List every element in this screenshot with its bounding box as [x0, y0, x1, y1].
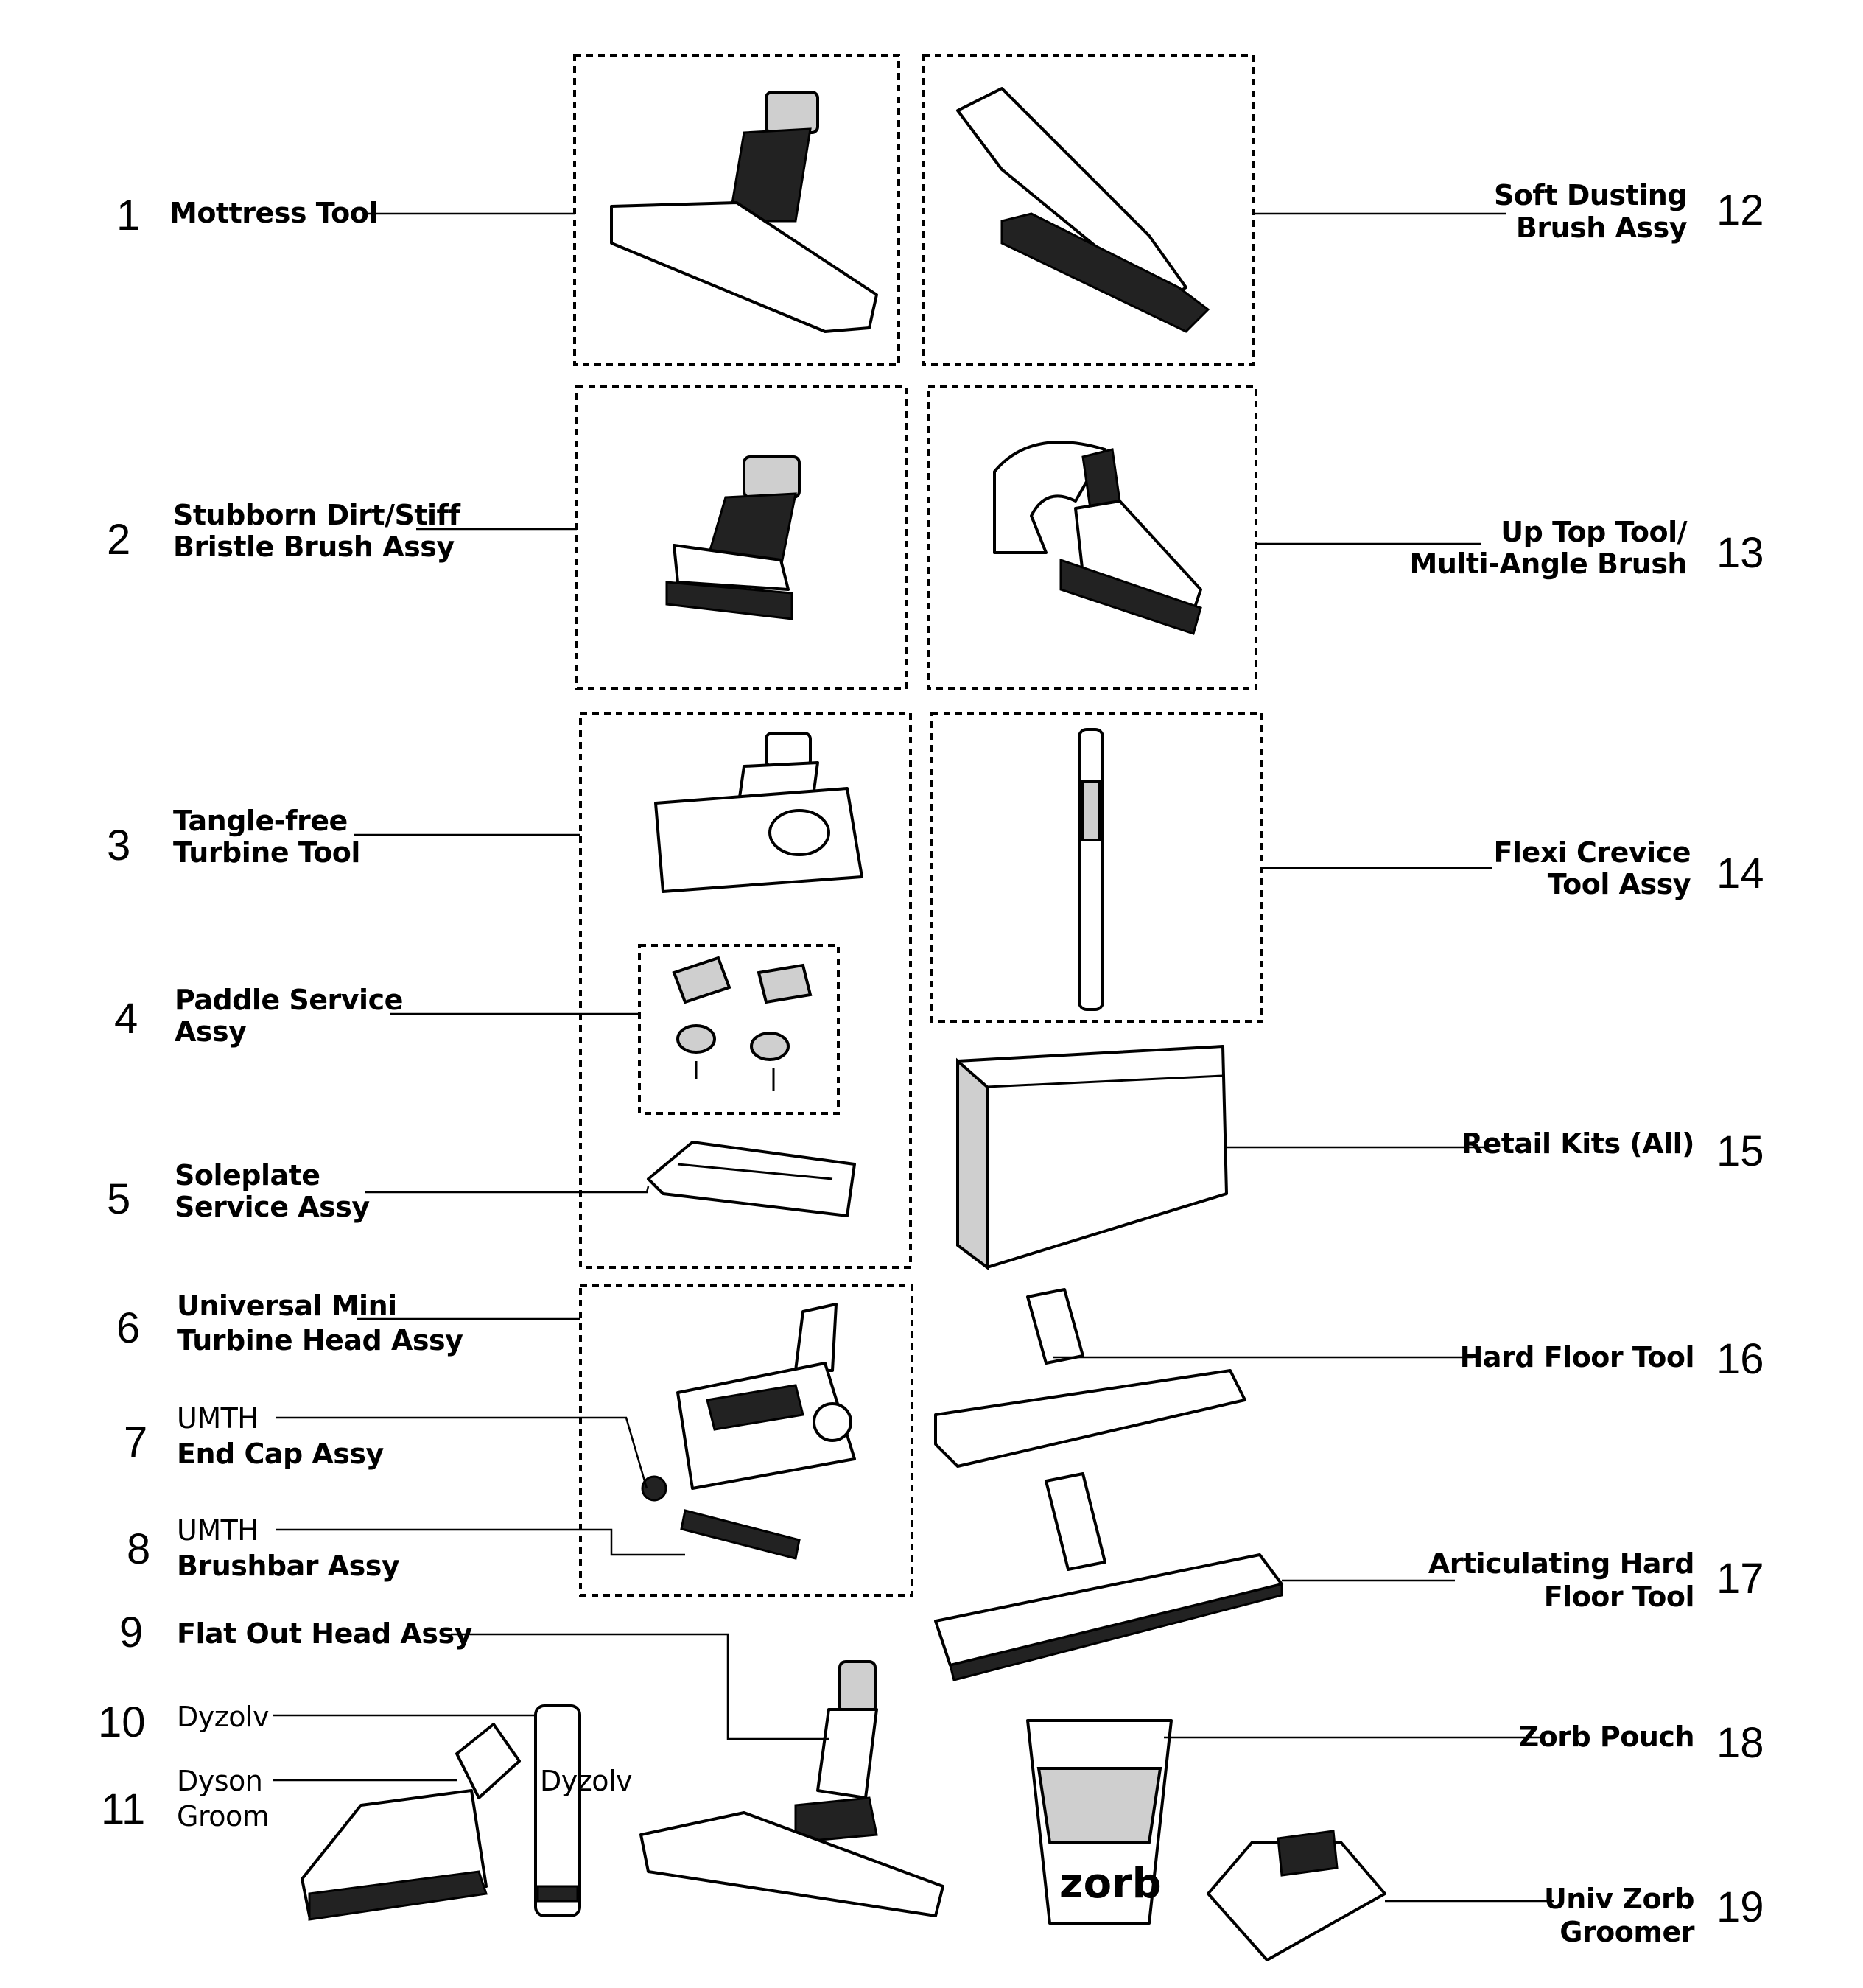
flexi-crevice-drawing [1078, 728, 1104, 1011]
part-number-4: 4 [114, 995, 138, 1043]
part-label-15: Retail Kits (All) [1462, 1127, 1694, 1160]
part-label-2-line2: Bristle Brush Assy [173, 531, 455, 563]
frame-mattress-tool [573, 54, 900, 366]
part-label-2-line1: Stubborn Dirt/Stiff [173, 499, 461, 531]
frame-turbine-tool-group [579, 712, 912, 1269]
part-number-11: 11 [101, 1785, 145, 1833]
part-label-19-line2: Groomer [1559, 1916, 1695, 1948]
part-label-1: Mottress Tool [169, 197, 378, 229]
soleplate-drawing [647, 1141, 856, 1217]
part-label-13-line2: Multi-Angle Brush [1410, 547, 1687, 580]
part-label-14-line2: Tool Assy [1548, 868, 1691, 900]
part-label-4-line1: Paddle Service [175, 984, 403, 1016]
dyson-groom-drawing [301, 1723, 521, 1921]
part-number-8: 8 [127, 1525, 150, 1573]
part-number-3: 3 [107, 822, 130, 869]
turbine-tool-drawing [654, 732, 863, 893]
part-number-16: 16 [1716, 1335, 1764, 1383]
part-number-19: 19 [1716, 1883, 1764, 1931]
soft-dusting-brush-drawing [956, 87, 1210, 333]
part-number-10: 10 [98, 1698, 146, 1746]
zorb-logo-text: zorb [1059, 1860, 1162, 1908]
part-number-7: 7 [124, 1418, 147, 1466]
up-top-tool-drawing [993, 441, 1202, 635]
part-label-9: Flat Out Head Assy [177, 1617, 473, 1650]
leader-lines [273, 212, 1554, 1903]
end-cap-drawing [641, 1475, 667, 1502]
dyzolv-bottle-drawing: Dyzolv [534, 1704, 633, 1917]
part-label-6-line2: Turbine Head Assy [177, 1324, 463, 1357]
part-number-15: 15 [1716, 1127, 1764, 1175]
retail-kit-box-drawing [956, 1045, 1228, 1270]
brushbar-drawing [680, 1509, 801, 1560]
part-label-5-line1: Soleplate [175, 1159, 320, 1191]
part-number-5: 5 [107, 1175, 130, 1223]
part-number-13: 13 [1716, 529, 1764, 577]
part-label-16: Hard Floor Tool [1460, 1341, 1694, 1373]
part-label-10: Dyzolv [177, 1701, 269, 1733]
articulating-floor-tool-drawing [934, 1472, 1283, 1681]
part-label-11-line1: Dyson [177, 1765, 262, 1797]
dyzolv-bottle-text: Dyzolv [540, 1765, 632, 1797]
part-label-8-line1: UMTH [177, 1514, 258, 1547]
paddle-service-drawing [672, 956, 813, 1091]
part-label-17-line1: Articulating Hard [1428, 1547, 1694, 1580]
part-number-1: 1 [116, 192, 140, 239]
stubborn-dirt-brush-drawing [665, 455, 801, 620]
part-label-4-line2: Assy [175, 1015, 247, 1048]
univ-zorb-groomer-drawing [1207, 1830, 1386, 1961]
part-label-3-line1: Tangle-free [173, 805, 348, 837]
part-label-18: Zorb Pouch [1519, 1721, 1694, 1753]
part-label-19-line1: Univ Zorb [1544, 1883, 1694, 1915]
zorb-pouch-drawing: zorb [1026, 1719, 1173, 1925]
part-label-14-line1: Flexi Crevice [1493, 836, 1691, 869]
frame-stubborn-dirt-brush [575, 385, 908, 690]
part-label-17-line2: Floor Tool [1544, 1581, 1694, 1613]
frame-up-top-tool [927, 385, 1257, 690]
flat-out-head-drawing [639, 1660, 944, 1917]
part-label-11-line2: Groom [177, 1800, 269, 1833]
part-label-6-line1: Universal Mini [177, 1289, 397, 1322]
part-number-6: 6 [116, 1304, 140, 1352]
part-number-14: 14 [1716, 850, 1764, 897]
part-number-18: 18 [1716, 1719, 1764, 1767]
frame-paddle-service [638, 944, 840, 1115]
part-label-12-line2: Brush Assy [1516, 211, 1688, 244]
part-number-12: 12 [1716, 186, 1764, 234]
part-number-9: 9 [119, 1609, 143, 1656]
part-label-8-line2: Brushbar Assy [177, 1550, 400, 1582]
part-label-3-line2: Turbine Tool [173, 836, 360, 869]
part-number-17: 17 [1716, 1555, 1764, 1603]
part-label-7-line1: UMTH [177, 1402, 258, 1435]
part-label-5-line2: Service Assy [175, 1191, 370, 1223]
hard-floor-tool-drawing [934, 1288, 1246, 1468]
frame-mini-turbine-group [579, 1284, 913, 1597]
part-label-13-line1: Up Top Tool/ [1501, 516, 1687, 548]
frame-soft-dusting-brush [922, 54, 1255, 366]
mini-turbine-head-drawing [676, 1303, 856, 1490]
part-label-7-line2: End Cap Assy [177, 1438, 385, 1470]
part-number-2: 2 [107, 516, 130, 564]
mattress-tool-drawing [610, 91, 878, 333]
part-label-12-line1: Soft Dusting [1494, 179, 1687, 211]
